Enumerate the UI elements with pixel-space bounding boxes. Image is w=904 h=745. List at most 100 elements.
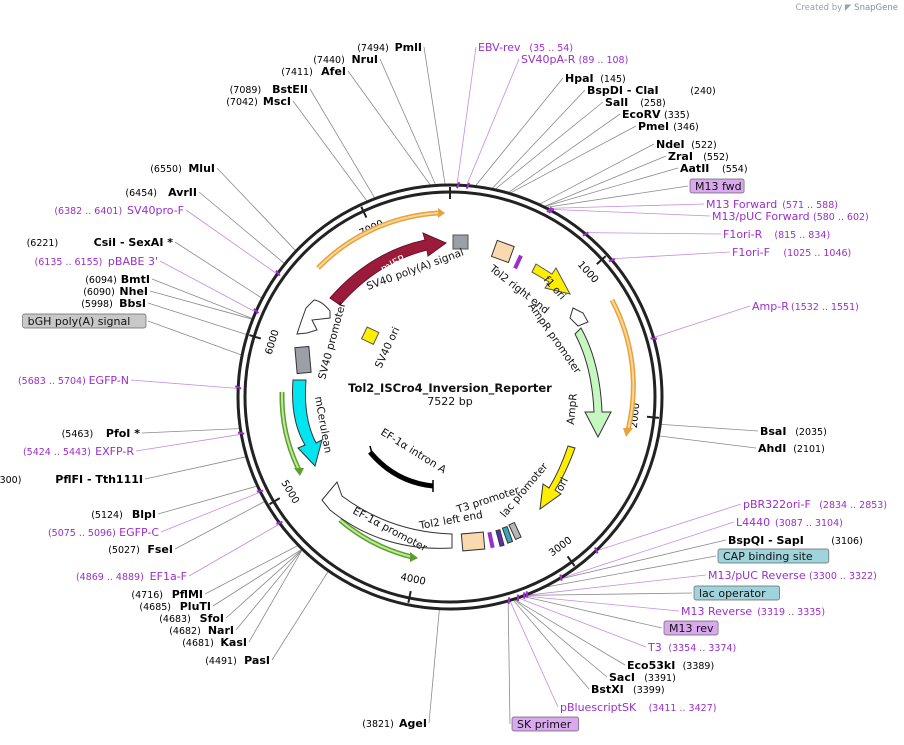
site-name: PmeI xyxy=(638,120,669,133)
enzyme-site-label[interactable]: PfoI *(5463) xyxy=(62,427,141,440)
sv40-promoter-box xyxy=(294,345,312,375)
primer-site-label[interactable]: T3(3354 .. 3374) xyxy=(647,641,736,654)
snapgene-credit: Created by ◤ SnapGene xyxy=(795,3,898,13)
primer-site-label[interactable]: pBABE 3'(6135 .. 6155) xyxy=(35,255,158,268)
enzyme-site-label[interactable]: Eco53kI(3389) xyxy=(627,659,714,672)
primer-site-label[interactable]: EF1a-F(4869 .. 4889) xyxy=(76,570,187,583)
site-position: (6382 .. 6401) xyxy=(54,206,122,217)
intron-start-tick xyxy=(369,445,374,458)
enzyme-site-label[interactable]: BbsI(5998) xyxy=(81,297,146,310)
enzyme-site-label[interactable]: BlpI(5124) xyxy=(91,508,156,521)
feature-box-label[interactable]: CAP binding site xyxy=(717,548,830,564)
t3-box xyxy=(495,529,505,547)
site-name: L4440 xyxy=(736,516,770,529)
primer-site-label[interactable]: M13 Reverse(3319 .. 3335) xyxy=(681,605,825,618)
leader-line xyxy=(160,492,260,533)
enzyme-site-label[interactable]: BmtI(6094) xyxy=(85,273,150,286)
site-name: EXFP-R xyxy=(95,445,134,458)
leader-line xyxy=(157,485,257,515)
primer-site-label[interactable]: EGFP-C(5075 .. 5096) xyxy=(48,526,159,539)
enzyme-site-label[interactable]: AgeI(3821) xyxy=(362,717,427,730)
backbone-outer-ring xyxy=(236,183,664,611)
feature-label-tol2-left: Tol2 left end xyxy=(417,509,483,532)
primer-site-label[interactable]: M13/pUC Forward(580 .. 602) xyxy=(712,210,869,223)
primer-site-label[interactable]: F1ori-F(1025 .. 1046) xyxy=(732,246,851,259)
primer-site-label[interactable]: M13 Forward(571 .. 588) xyxy=(706,198,838,211)
leader-line xyxy=(151,278,253,319)
enzyme-site-label[interactable]: SalI(258) xyxy=(605,96,666,109)
leader-line xyxy=(510,125,637,194)
enzyme-site-label[interactable]: MscI(7042) xyxy=(226,95,291,108)
enzyme-site-label[interactable]: BstXI(3399) xyxy=(591,683,665,696)
primer-site-label[interactable]: Amp-R(1532 .. 1551) xyxy=(752,300,859,313)
leader-line xyxy=(292,100,368,202)
enzyme-site-label[interactable]: EcoRV(335) xyxy=(622,108,690,121)
feature-box-label[interactable]: M13 fwd xyxy=(689,178,745,194)
enzyme-site-label[interactable]: BspQI - SapI(3106) xyxy=(728,534,863,547)
primer-site-label[interactable]: pBluescriptSK(3411 .. 3427) xyxy=(560,701,716,714)
enzyme-site-label[interactable]: PflFI - Tth111I(5300) xyxy=(0,473,143,486)
enzyme-site-label[interactable]: SacI (3391) xyxy=(609,671,676,684)
primer-site-label[interactable]: M13/pUC Reverse(3300 .. 3322) xyxy=(708,569,877,582)
site-position: (4869 .. 4889) xyxy=(76,572,144,583)
primer-site-label[interactable]: EGFP-N(5683 .. 5704) xyxy=(18,374,129,387)
enzyme-site-label[interactable]: PmlI(7494) xyxy=(357,41,422,54)
enzyme-site-label[interactable]: ZraI(552) xyxy=(668,150,729,163)
enzyme-site-label[interactable]: MluI(6550) xyxy=(150,162,215,175)
enzyme-site-label[interactable]: PluTI(4685) xyxy=(139,600,211,613)
feature-label-ampr: AmpR xyxy=(565,393,580,425)
enzyme-site-label[interactable]: AhdI(2101) xyxy=(758,442,825,455)
leader-line xyxy=(524,596,663,629)
enzyme-site-label[interactable]: PflMI(4716) xyxy=(131,588,203,601)
feature-box-label[interactable]: SK primer xyxy=(511,716,580,732)
enzyme-site-label[interactable]: BstEII(7089) xyxy=(230,83,308,96)
enzyme-site-label[interactable]: AfeI(7411) xyxy=(281,65,346,78)
site-name: CsiI - SexAI * xyxy=(94,236,174,249)
feature-box-text: M13 fwd xyxy=(695,180,742,193)
feature-box xyxy=(511,716,580,732)
enzyme-site-label[interactable]: NruI(7440) xyxy=(313,53,378,66)
leader-line xyxy=(144,456,246,480)
primer-site-label[interactable]: L4440(3087 .. 3104) xyxy=(736,516,843,529)
enzyme-site-label[interactable]: NarI(4682) xyxy=(169,624,234,637)
tol2-left-box xyxy=(460,531,486,552)
site-name: BlpI xyxy=(132,508,156,521)
green-arc-head-2 xyxy=(410,552,418,562)
enzyme-site-label[interactable]: BspDI - ClaI(240) xyxy=(587,84,716,97)
tick-label: 5000 xyxy=(278,478,300,506)
enzyme-site-label[interactable]: NdeI(522) xyxy=(656,138,717,151)
enzyme-site-label[interactable]: NheI(6090) xyxy=(83,285,148,298)
primer-site-label[interactable]: EXFP-R (5424 .. 5443) xyxy=(23,445,134,458)
feature-box-label[interactable]: bGH poly(A) signal xyxy=(22,313,147,329)
leader-line xyxy=(585,232,722,235)
lac-box-2 xyxy=(501,525,514,544)
primer-site-label[interactable]: EBV-rev(35 .. 54) xyxy=(478,41,573,54)
enzyme-site-label[interactable]: FseI(5027) xyxy=(108,543,173,556)
enzyme-site-label[interactable]: HpaI(145) xyxy=(565,72,626,85)
orange-arc-head-2 xyxy=(623,428,633,437)
enzyme-site-label[interactable]: KasI(4681) xyxy=(182,636,247,649)
feature-box-label[interactable]: M13 rev xyxy=(663,620,719,636)
site-position: (3391) xyxy=(644,673,676,684)
feature-box-text: M13 rev xyxy=(669,622,714,635)
green-arc-head-1 xyxy=(294,468,304,476)
enzyme-site-label[interactable]: PasI(4491) xyxy=(205,654,270,667)
feature-box-label[interactable]: lac operator xyxy=(693,585,780,601)
right-orange-arc xyxy=(609,298,636,431)
label-leader-lines xyxy=(130,46,759,725)
enzyme-site-label[interactable]: AatII(554) xyxy=(680,162,748,175)
primer-site-label[interactable]: SV40pro-F(6382 .. 6401) xyxy=(54,204,184,217)
primer-site-label[interactable]: F1ori-R(815 .. 834) xyxy=(723,228,830,241)
enzyme-site-label[interactable]: SfoI(4683) xyxy=(159,612,224,625)
primer-site-label[interactable]: SV40pA-R(89 .. 108) xyxy=(521,53,628,66)
site-name: SacI xyxy=(609,671,635,684)
enzyme-site-label[interactable]: PmeI(346) xyxy=(638,120,699,133)
enzyme-site-label[interactable]: AvrII(6454) xyxy=(125,186,197,199)
site-name: M13/pUC Reverse xyxy=(708,569,806,582)
site-name: M13 Reverse xyxy=(681,605,752,618)
primer-site-label[interactable]: pBR322ori-F(2834 .. 2853) xyxy=(743,498,887,511)
enzyme-site-label[interactable]: BsaI(2035) xyxy=(760,425,827,438)
site-position: (6094) xyxy=(85,275,117,286)
site-position: (5424 .. 5443) xyxy=(23,447,91,458)
enzyme-site-label[interactable]: CsiI - SexAI *(6221) xyxy=(27,236,174,249)
